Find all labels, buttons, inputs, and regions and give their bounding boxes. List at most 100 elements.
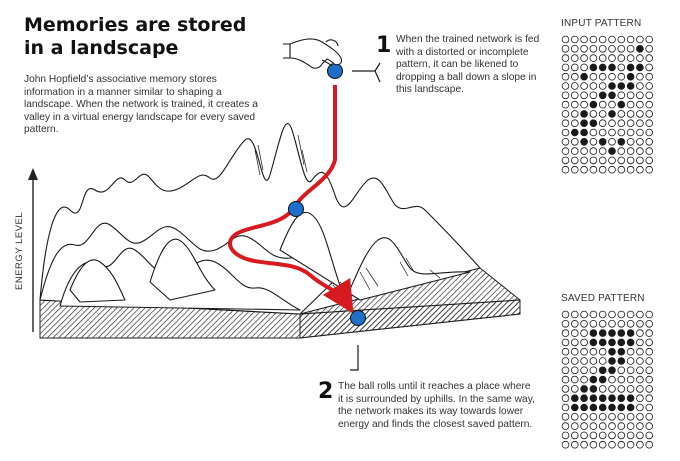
input-pattern-dot-empty <box>580 91 588 100</box>
input-pattern-dot-empty <box>561 35 570 44</box>
input-pattern-dot-empty <box>580 63 588 72</box>
saved-pattern-dot-empty <box>598 319 607 328</box>
input-pattern-dot-empty <box>561 110 570 118</box>
saved-pattern-dot-empty <box>570 422 579 430</box>
input-pattern-dot-empty <box>645 35 653 44</box>
y-axis-label: ENERGY LEVEL <box>14 212 25 290</box>
input-pattern-dot-empty <box>561 100 570 109</box>
saved-pattern-dot-filled <box>580 403 588 412</box>
saved-pattern-dot-empty <box>580 431 588 440</box>
callout-bracket-1 <box>352 62 381 83</box>
input-pattern-dot-empty <box>570 91 579 100</box>
input-pattern-dot-filled <box>608 147 616 155</box>
saved-pattern-dot-empty <box>589 357 598 365</box>
title-line-2: in a landscape <box>24 37 179 59</box>
input-pattern-dot-empty <box>617 54 626 62</box>
input-pattern-dot-empty <box>570 44 579 53</box>
input-pattern-dot-empty <box>570 119 579 127</box>
saved-pattern-dot-empty <box>598 422 607 430</box>
saved-pattern-dot-empty <box>598 347 607 356</box>
input-pattern-dot-empty <box>617 91 626 100</box>
saved-pattern-dot-empty <box>608 413 616 421</box>
saved-pattern-dot-filled <box>570 394 579 402</box>
input-pattern-dot-empty <box>608 128 616 137</box>
input-pattern-dot-empty <box>561 63 570 72</box>
input-pattern-dot-empty <box>645 128 653 137</box>
input-pattern-dot-empty <box>626 128 635 137</box>
saved-pattern-dot-filled <box>598 394 607 402</box>
callout-bracket-2 <box>350 345 359 371</box>
saved-pattern-dot-empty <box>636 422 644 430</box>
saved-pattern-dot-empty <box>636 338 644 347</box>
saved-pattern-dot-empty <box>608 310 616 319</box>
step-2-text: The ball rolls until it reaches a place … <box>338 381 535 430</box>
saved-pattern-dot-empty <box>608 422 616 430</box>
input-pattern-dot-empty <box>598 82 607 90</box>
input-pattern-dot-empty <box>636 119 644 127</box>
saved-pattern-dot-filled <box>608 357 616 365</box>
saved-pattern-dot-empty <box>570 338 579 347</box>
input-pattern-dot-empty <box>589 91 598 100</box>
saved-pattern-dot-empty <box>636 431 644 440</box>
input-pattern-dot-empty <box>626 100 635 109</box>
saved-pattern-dot-empty <box>617 440 626 449</box>
saved-pattern-dot-empty <box>589 319 598 328</box>
descent-path <box>228 85 354 314</box>
saved-pattern-dot-empty <box>561 310 570 319</box>
step-1-text: When the trained network is fed with a d… <box>396 34 540 96</box>
input-pattern-dot-filled <box>580 110 588 118</box>
title-line-1: Memories are stored <box>24 14 247 36</box>
input-pattern-dot-empty <box>636 165 644 174</box>
saved-pattern-dot-empty <box>561 403 570 412</box>
saved-pattern-dot-empty <box>617 366 626 375</box>
input-pattern-dot-empty <box>598 35 607 44</box>
input-pattern-dot-filled <box>580 128 588 137</box>
saved-pattern-dot-empty <box>561 347 570 356</box>
saved-pattern-dot-empty <box>626 375 635 384</box>
input-pattern-dot-empty <box>645 72 653 81</box>
input-pattern-dot-empty <box>645 138 653 146</box>
input-pattern-dot-empty <box>645 110 653 118</box>
input-pattern-dot-empty <box>626 156 635 165</box>
saved-pattern-dot-empty <box>561 375 570 384</box>
saved-pattern-dot-filled <box>589 403 598 412</box>
input-pattern-dot-empty <box>589 156 598 165</box>
input-pattern-dot-empty <box>617 156 626 165</box>
input-pattern-dot-filled <box>626 63 635 72</box>
saved-pattern-dot-filled <box>598 375 607 384</box>
saved-pattern-dot-empty <box>626 357 635 365</box>
saved-pattern-dot-empty <box>608 440 616 449</box>
saved-pattern-dot-empty <box>580 375 588 384</box>
input-pattern-dot-filled <box>608 110 616 118</box>
input-pattern-dot-filled <box>608 82 616 90</box>
input-pattern-dot-empty <box>598 147 607 155</box>
input-pattern-dot-filled <box>617 82 626 90</box>
input-pattern-dot-empty <box>636 110 644 118</box>
saved-pattern-dot-empty <box>598 413 607 421</box>
saved-pattern-dot-filled <box>589 329 598 337</box>
input-pattern-dot-empty <box>636 54 644 62</box>
step-2-number: 2 <box>318 379 334 404</box>
input-pattern-dot-empty <box>645 100 653 109</box>
input-pattern-dot-empty <box>608 54 616 62</box>
input-pattern-dot-filled <box>626 82 635 90</box>
saved-pattern-dot-empty <box>561 357 570 365</box>
saved-pattern-dot-empty <box>617 310 626 319</box>
saved-pattern-dot-empty <box>580 338 588 347</box>
input-pattern-dot-empty <box>589 110 598 118</box>
input-pattern-dot-empty <box>561 165 570 174</box>
saved-pattern-dot-empty <box>589 422 598 430</box>
saved-pattern-dot-empty <box>570 431 579 440</box>
saved-pattern-dot-empty <box>626 431 635 440</box>
saved-pattern-dot-filled <box>598 366 607 375</box>
saved-pattern-dot-empty <box>580 319 588 328</box>
saved-pattern-dot-filled <box>589 394 598 402</box>
saved-pattern-dot-filled <box>608 338 616 347</box>
saved-pattern-dot-empty <box>570 366 579 375</box>
saved-pattern-dot-filled <box>598 403 607 412</box>
input-pattern-dot-filled <box>580 72 588 81</box>
saved-pattern-dot-empty <box>598 310 607 319</box>
input-pattern-dot-empty <box>608 44 616 53</box>
saved-pattern-dot-empty <box>645 347 653 356</box>
